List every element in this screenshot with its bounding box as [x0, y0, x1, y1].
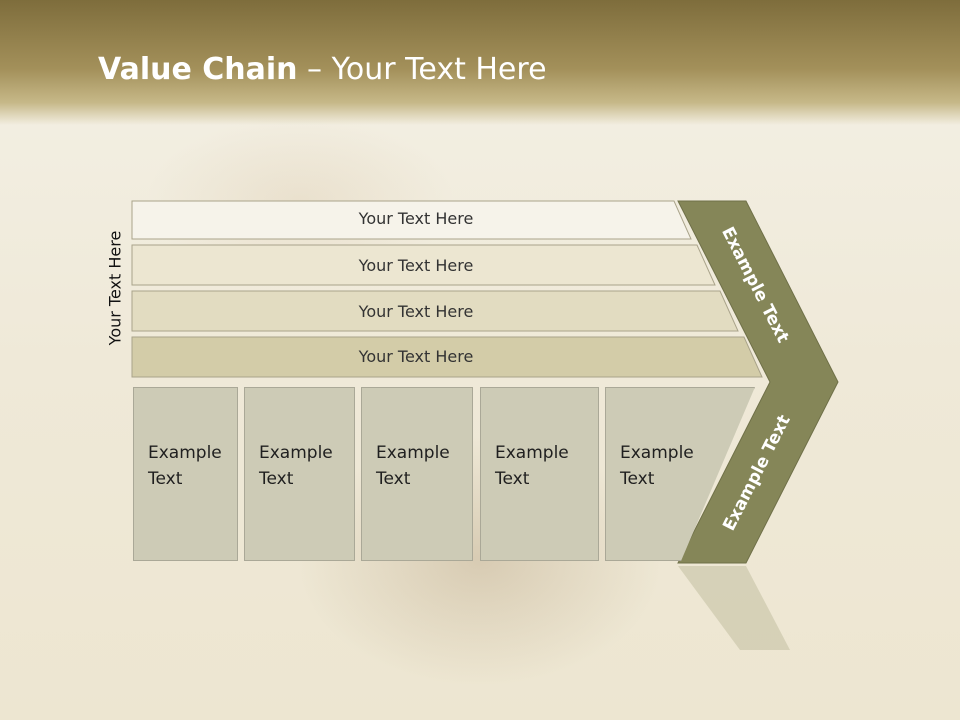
- box-line1: Example: [148, 443, 222, 463]
- box-line2: Text: [620, 469, 655, 489]
- title-bold: Value Chain: [98, 52, 298, 87]
- row-shape-2: [131, 244, 716, 286]
- slide-title: Value Chain – Your Text Here: [98, 52, 547, 87]
- row-shape-1: [131, 200, 692, 240]
- chevron-shape: [677, 200, 839, 564]
- row-label-1: Your Text Here: [358, 209, 474, 228]
- row-shape-3: [131, 290, 739, 332]
- row-label-2: Your Text Here: [358, 256, 474, 275]
- box-line1: Example: [495, 443, 569, 463]
- box-reflection-2: [244, 566, 355, 686]
- box-reflection-1: [133, 566, 238, 686]
- box-line1: Example: [376, 443, 450, 463]
- chevron-reflection: [678, 566, 790, 650]
- box-reflection-5: [605, 566, 681, 686]
- title-bar: [0, 0, 960, 125]
- box-line2: Text: [148, 469, 183, 489]
- box-reflection-4: [480, 566, 599, 686]
- row-label-4: Your Text Here: [358, 347, 474, 366]
- box-line1: Example: [259, 443, 333, 463]
- box-line2: Text: [376, 469, 411, 489]
- box-line2: Text: [495, 469, 530, 489]
- row-label-3: Your Text Here: [358, 302, 474, 321]
- box-line1: Example: [620, 443, 694, 463]
- row-shape-4: [131, 336, 763, 378]
- box-reflection-3: [361, 566, 473, 686]
- box-line2: Text: [259, 469, 294, 489]
- title-rest: – Your Text Here: [297, 52, 547, 87]
